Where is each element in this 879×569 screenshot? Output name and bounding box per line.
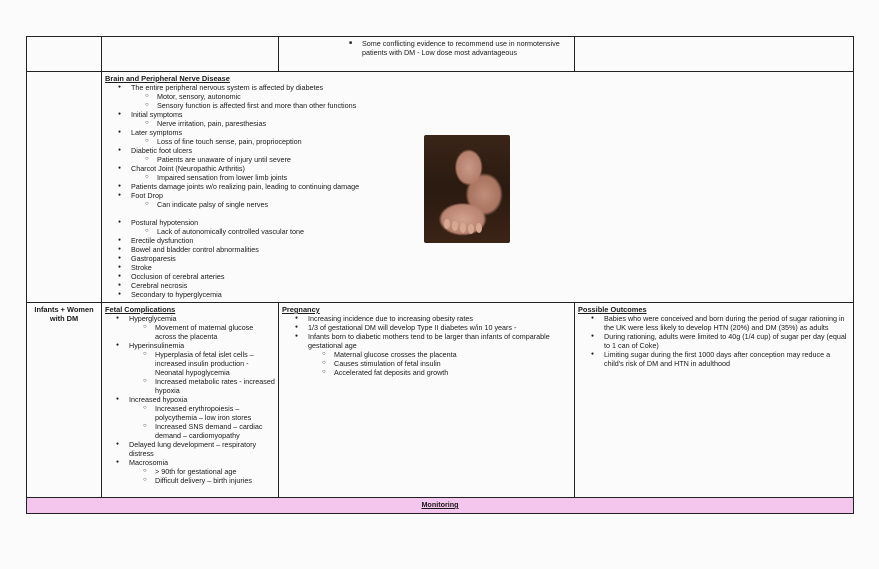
list-item: Loss of fine touch sense, pain, proprioc… [105, 137, 850, 146]
list-item: Occlusion of cerebral arteries [105, 272, 850, 281]
list-item: Accelerated fat deposits and growth [282, 368, 571, 377]
list-item: 1/3 of gestational DM will develop Type … [282, 323, 571, 332]
list-item: Infants born to diabetic mothers tend to… [282, 332, 571, 350]
list-item: Patients are unaware of injury until sev… [105, 155, 850, 164]
list-item: Maternal glucose crosses the placenta [282, 350, 571, 359]
top-col3-cell: Some conflicting evidence to recommend u… [278, 36, 575, 72]
list-item: Increased erythropoiesis – polycythemia … [103, 404, 275, 422]
section-heading: Pregnancy [282, 305, 320, 314]
list-item: Sensory function is affected first and m… [105, 101, 850, 110]
list-item: Delayed lung development – respiratory d… [103, 440, 275, 458]
list-item: Nerve irritation, pain, paresthesias [105, 119, 850, 128]
list-item: Later symptoms [105, 128, 850, 137]
list-item: Erectile dysfunction [105, 236, 850, 245]
table-row: Monitoring [26, 497, 854, 514]
section-heading: Fetal Complications [105, 305, 176, 314]
list-item: Causes stimulation of fetal insulin [282, 359, 571, 368]
list-item: Difficult delivery – birth injuries [103, 476, 275, 485]
list-item: Increasing incidence due to increasing o… [282, 314, 571, 323]
list-item: Can indicate palsy of single nerves [105, 200, 850, 209]
list-item: Limiting sugar during the first 1000 day… [578, 350, 850, 368]
list-item: Foot Drop [105, 191, 850, 200]
list-item: Cerebral necrosis [105, 281, 850, 290]
list-item: During rationing, adults were limited to… [578, 332, 850, 350]
brain-list: The entire peripheral nervous system is … [105, 83, 850, 299]
fetal-list: HyperglycemiaMovement of maternal glucos… [103, 314, 275, 485]
list-item: Increased hypoxia [103, 395, 275, 404]
pregnancy-cell: Pregnancy Increasing incidence due to in… [278, 302, 575, 498]
diabetic-foot-photo-icon [424, 135, 510, 243]
list-item: Charcot Joint (Neuropathic Arthritis) [105, 164, 850, 173]
fetal-cell: Fetal Complications HyperglycemiaMovemen… [101, 302, 279, 498]
list-item: Increased SNS demand – cardiac demand – … [103, 422, 275, 440]
list-item: Bowel and bladder control abnormalities [105, 245, 850, 254]
empty-cell [26, 36, 102, 72]
list-item: Patients damage joints w/o realizing pai… [105, 182, 850, 191]
list-item: Babies who were conceived and born durin… [578, 314, 850, 332]
list-item: Hyperplasia of fetal islet cells – incre… [103, 350, 275, 377]
notes-table: Some conflicting evidence to recommend u… [26, 36, 854, 514]
outcomes-cell: Possible Outcomes Babies who were concei… [574, 302, 854, 498]
list-item: Stroke [105, 263, 850, 272]
list-item: Gastroparesis [105, 254, 850, 263]
list-item: Impaired sensation from lower limb joint… [105, 173, 850, 182]
section-heading: Brain and Peripheral Nerve Disease [105, 74, 230, 83]
list-item: Some conflicting evidence to recommend u… [282, 39, 571, 57]
section-heading: Possible Outcomes [578, 305, 647, 314]
list-item: Movement of maternal glucose across the … [103, 323, 275, 341]
list-item: Lack of autonomically controlled vascula… [105, 227, 850, 236]
list-item: Postural hypotension [105, 218, 850, 227]
row-label: Infants + Women with DM [26, 302, 102, 498]
empty-cell [26, 71, 102, 303]
empty-cell [101, 36, 279, 72]
list-item: The entire peripheral nervous system is … [105, 83, 850, 92]
list-item: > 90th for gestational age [103, 467, 275, 476]
pregnancy-list: Increasing incidence due to increasing o… [282, 314, 571, 377]
list-item: Motor, sensory, autonomic [105, 92, 850, 101]
list-item: Hyperglycemia [103, 314, 275, 323]
table-row: Some conflicting evidence to recommend u… [26, 36, 854, 72]
outcomes-list: Babies who were conceived and born durin… [578, 314, 850, 368]
monitoring-heading: Monitoring [26, 497, 854, 514]
table-row: Infants + Women with DM Fetal Complicati… [26, 302, 854, 498]
list-item: Macrosomia [103, 458, 275, 467]
empty-cell [574, 36, 854, 72]
list-item: Secondary to hyperglycemia [105, 290, 850, 299]
list-item: Diabetic foot ulcers [105, 146, 850, 155]
list-item: Initial symptoms [105, 110, 850, 119]
list-item: Increased metabolic rates - increased hy… [103, 377, 275, 395]
list-item: Hyperinsulinemia [103, 341, 275, 350]
